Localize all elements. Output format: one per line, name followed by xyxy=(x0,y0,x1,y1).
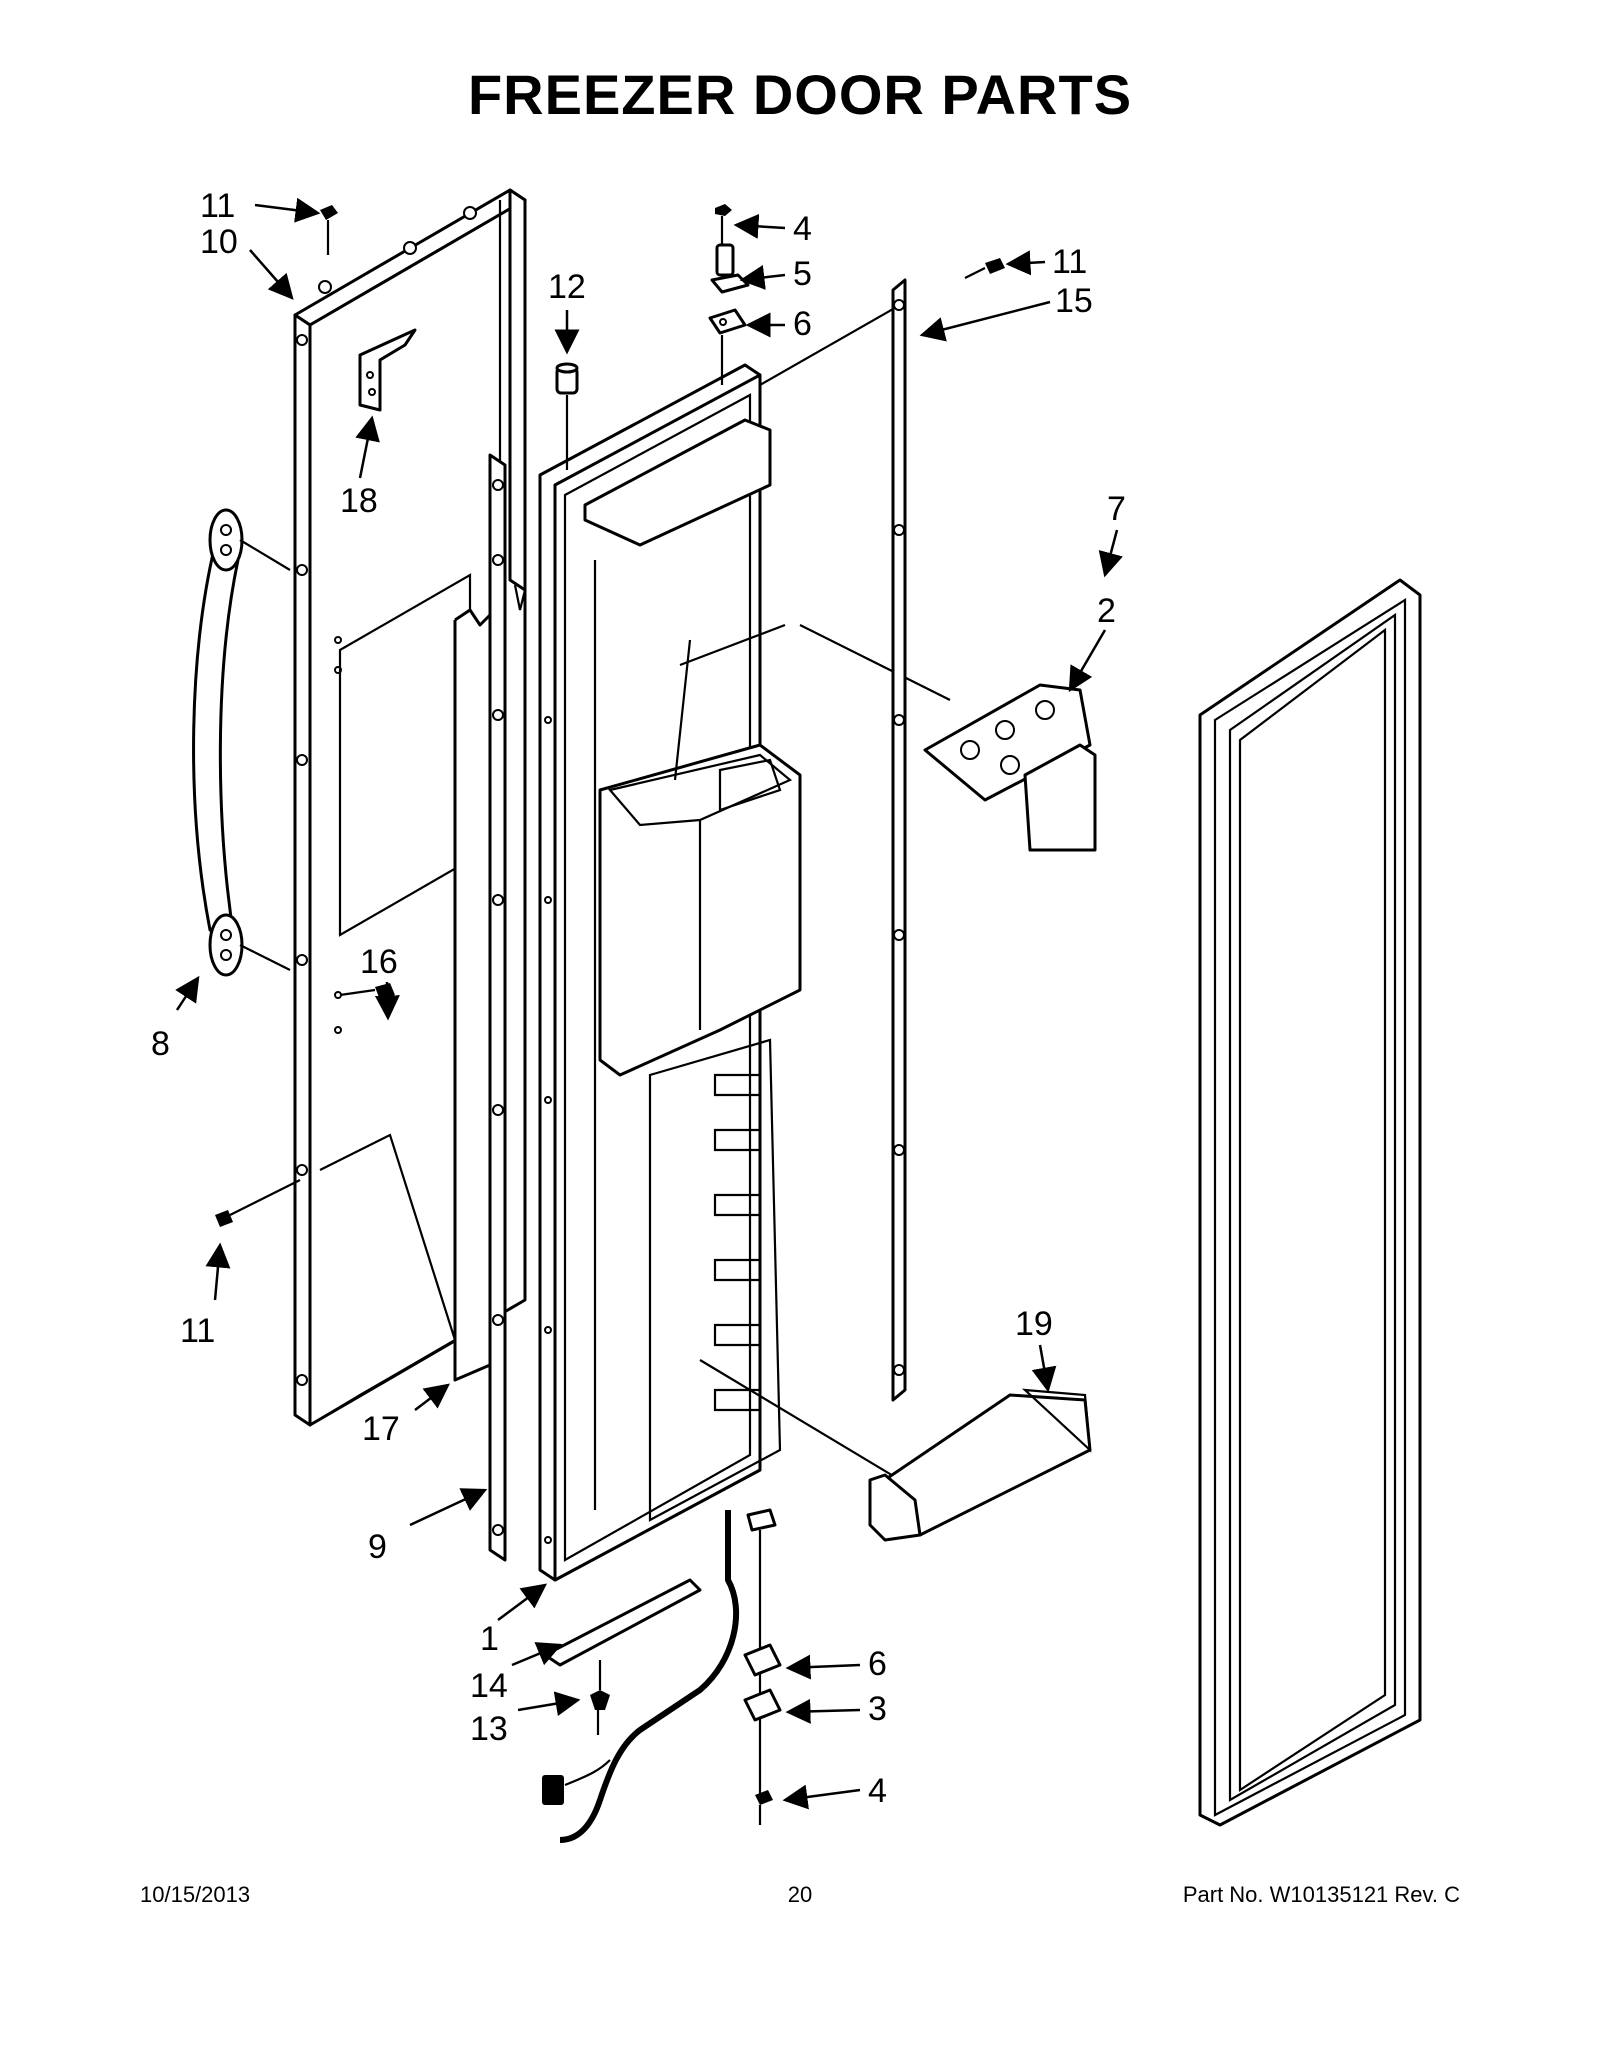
callout-5: 5 xyxy=(793,255,812,293)
footer-page-number: 20 xyxy=(787,1882,813,1907)
plug-part-12 xyxy=(555,362,579,470)
callout-labels: 11 10 12 4 5 6 11 15 18 7 2 16 8 11 19 1… xyxy=(151,187,1126,1810)
callout-18: 18 xyxy=(340,482,378,520)
handle-part-8 xyxy=(192,508,291,977)
callout-10: 10 xyxy=(200,223,238,261)
callout-1: 1 xyxy=(480,1620,499,1658)
callout-17: 17 xyxy=(362,1410,400,1448)
callout-2: 2 xyxy=(1097,592,1116,630)
callout-11: 11 xyxy=(180,1312,215,1350)
callout-4: 4 xyxy=(868,1772,887,1810)
footer-part-number: Part No. W10135121 Rev. C xyxy=(1182,1882,1460,1907)
callout-16: 16 xyxy=(360,943,398,981)
callout-arrows xyxy=(175,197,1123,1810)
top-hinge-parts-4-5-6 xyxy=(708,204,750,385)
page-title: FREEZER DOOR PARTS xyxy=(467,63,1133,126)
callout-4: 4 xyxy=(793,210,812,248)
footer-date: 10/15/2013 xyxy=(140,1882,251,1907)
strip-part-9 xyxy=(488,453,507,1562)
callout-11: 11 xyxy=(200,187,235,225)
hinge-plate-part-2 xyxy=(923,683,1097,852)
lower-hinge-and-wiring xyxy=(542,1508,782,1843)
callout-6: 6 xyxy=(793,305,812,343)
callout-7: 7 xyxy=(1107,490,1126,528)
callout-6: 6 xyxy=(868,1645,887,1683)
callout-19: 19 xyxy=(1015,1305,1053,1343)
callout-8: 8 xyxy=(151,1025,170,1063)
strip-part-15 xyxy=(891,278,907,1402)
door-bin-part-19 xyxy=(868,1388,1092,1542)
callout-14: 14 xyxy=(470,1667,508,1705)
callout-9: 9 xyxy=(368,1528,387,1566)
callout-11: 11 xyxy=(1052,243,1087,281)
bracket-part-18 xyxy=(358,328,417,412)
callout-3: 3 xyxy=(868,1690,887,1728)
callout-13: 13 xyxy=(470,1710,508,1748)
gasket-part-7 xyxy=(1198,578,1422,1827)
door-liner-part-1 xyxy=(538,304,951,1582)
screw-part-11-top-left xyxy=(320,205,338,255)
screw-part-11-lower-left xyxy=(215,1179,301,1227)
seal-part-17 xyxy=(453,608,492,1382)
screw-part-11-top-right xyxy=(964,258,1005,279)
callout-12: 12 xyxy=(548,268,586,306)
callout-15: 15 xyxy=(1055,282,1093,320)
